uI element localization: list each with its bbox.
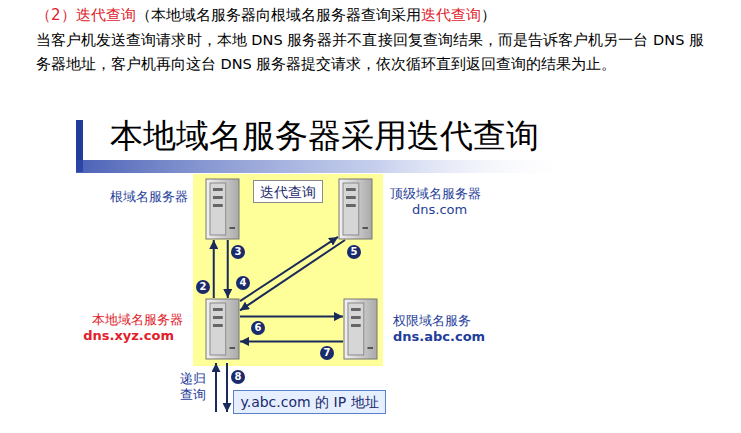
server-icon: 权限域名服务dns.abc.com — [343, 298, 378, 360]
recursive-arrow — [215, 363, 217, 412]
callout-number: 4 — [236, 276, 250, 290]
server-body — [344, 299, 377, 359]
heading-text: （2）迭代查询 — [36, 6, 136, 24]
server-slot — [213, 196, 223, 199]
heading-text: （本地域名服务器向根域名服务器查询采用 — [136, 6, 421, 24]
server-slot — [213, 308, 223, 311]
server-label: dns.com — [412, 202, 467, 217]
callout-number: 2 — [196, 280, 210, 294]
server-slot — [351, 316, 361, 319]
server-drawing — [338, 178, 373, 240]
title-underline — [76, 160, 576, 173]
server-body — [339, 179, 372, 239]
server-drawing — [205, 178, 240, 240]
server-slot — [368, 347, 374, 349]
heading-text: 迭代查询 — [421, 6, 481, 24]
callout-number: 3 — [231, 245, 245, 259]
label-box: 迭代查询 — [253, 180, 323, 203]
query-arrow — [213, 240, 215, 298]
server-slot — [351, 308, 361, 311]
server-body — [206, 179, 239, 239]
server-label: 顶级域名服务器 — [390, 186, 481, 201]
server-slot — [351, 324, 361, 327]
callout-number: 6 — [251, 321, 265, 335]
server-drawing — [205, 298, 240, 360]
callout-number: 8 — [231, 370, 245, 384]
server-label: 权限域名服务 — [393, 313, 471, 328]
server-slot — [346, 204, 356, 207]
server-slot — [213, 188, 223, 191]
answer-box: y.abc.com 的 IP 地址 — [233, 390, 386, 414]
server-panel — [343, 183, 359, 235]
server-panel — [348, 303, 364, 355]
callout-number: 7 — [320, 346, 334, 360]
slide-title: 本地域名服务器采用迭代查询 — [110, 116, 539, 156]
server-icon: 顶级域名服务器dns.com — [338, 178, 373, 240]
server-drawing — [343, 298, 378, 360]
query-arrow — [240, 240, 345, 310]
query-arrow — [240, 340, 343, 342]
query-arrow — [240, 237, 338, 301]
server-icon: 根域名服务器 — [205, 178, 240, 240]
query-arrow — [240, 316, 343, 318]
box-text: y.abc.com 的 IP 地址 — [240, 394, 378, 410]
recursive-arrow — [226, 363, 228, 412]
yellow-region — [193, 174, 383, 366]
server-slot — [346, 188, 356, 191]
server-panel — [210, 303, 226, 355]
server-slot — [230, 227, 236, 229]
server-slot — [346, 196, 356, 199]
server-slot — [363, 227, 369, 229]
server-slot — [213, 324, 223, 327]
server-label: 本地域名服务器 — [92, 312, 183, 327]
callout-number: 5 — [347, 245, 361, 259]
server-slot — [230, 347, 236, 349]
paragraph: 当客户机发送查询请求时，本地 DNS 服务器并不直接回复查询结果，而是告诉客户机… — [36, 28, 704, 76]
heading-line: （2）迭代查询（本地域名服务器向根域名服务器查询采用迭代查询） — [36, 5, 496, 25]
query-arrow — [227, 240, 229, 298]
server-label: dns.xyz.com — [83, 328, 174, 343]
server-slot — [213, 316, 223, 319]
server-panel — [210, 183, 226, 235]
server-slot — [213, 204, 223, 207]
server-label: 根域名服务器 — [110, 189, 188, 204]
box-text: 迭代查询 — [260, 184, 316, 200]
server-label: dns.abc.com — [393, 329, 485, 344]
heading-text: ） — [481, 6, 496, 24]
server-icon: 本地域名服务器dns.xyz.com — [205, 298, 240, 360]
server-body — [206, 299, 239, 359]
recursive-label: 递归 查询 — [180, 371, 207, 403]
